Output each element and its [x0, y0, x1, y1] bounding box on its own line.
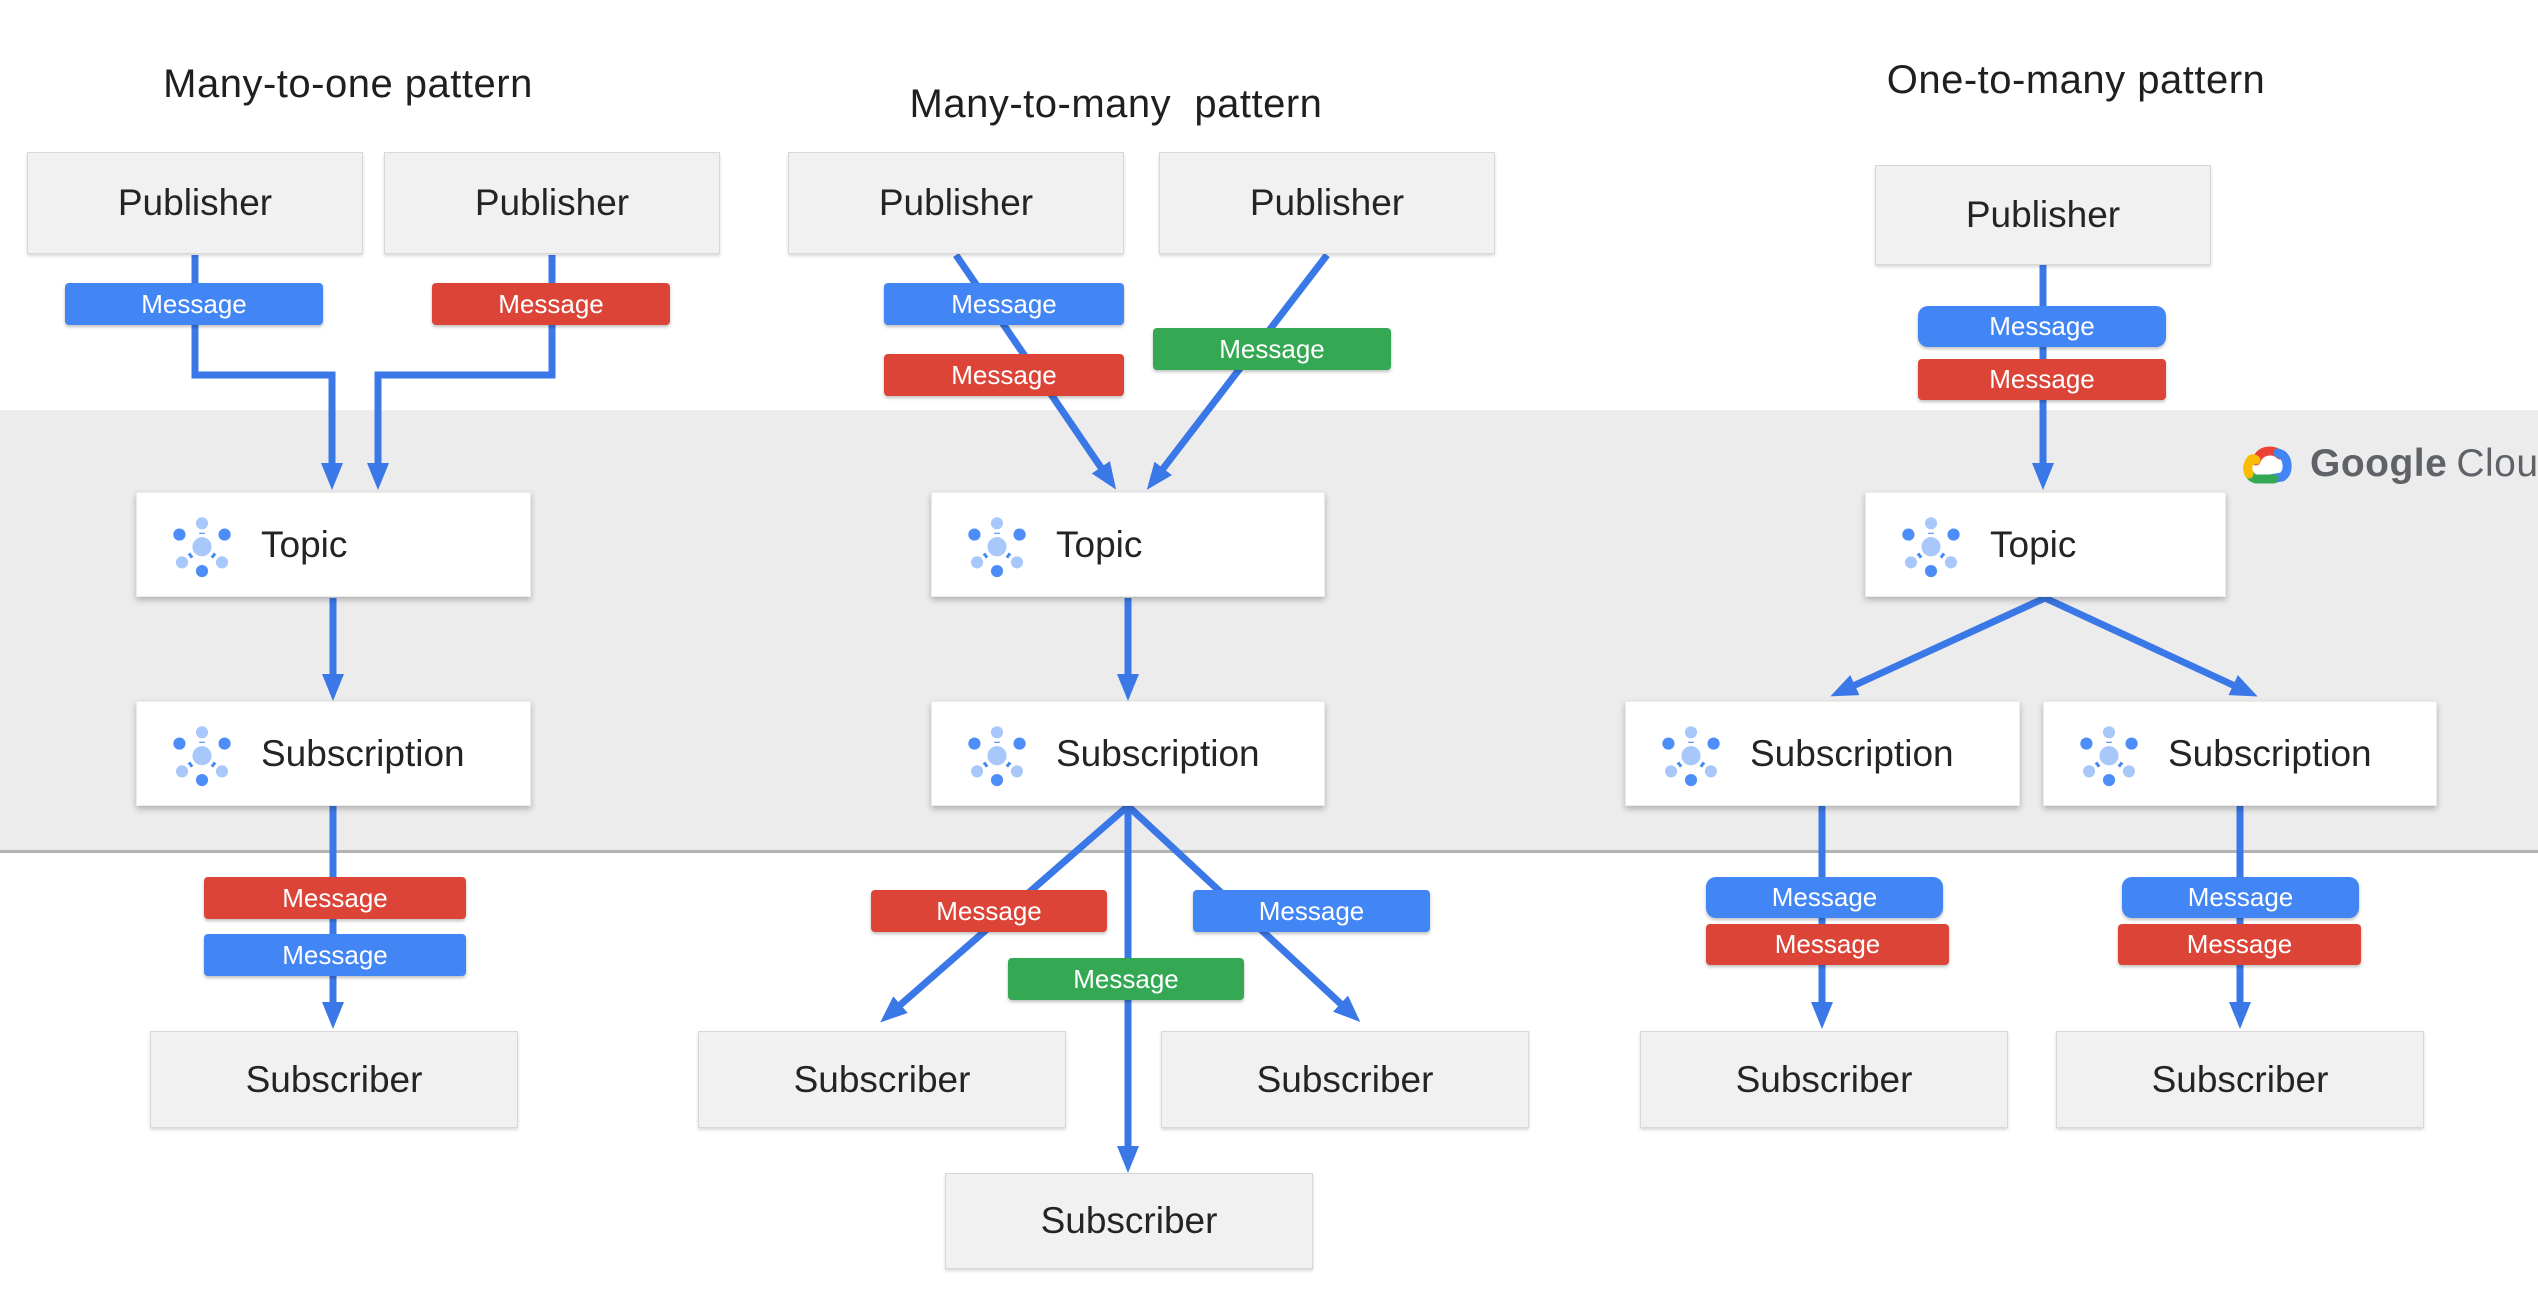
pubsub-subscription-icon [964, 721, 1030, 787]
message-badge-red: Message [1918, 359, 2166, 400]
subscription-label: Subscription [261, 732, 465, 774]
topic-label: Topic [1056, 523, 1143, 565]
message-badge-blue: Message [2122, 877, 2359, 918]
pubsub-subscription-icon [2076, 721, 2142, 787]
message-badge-red: Message [432, 283, 670, 325]
message-label: Message [141, 288, 247, 319]
publisher-box: Publisher [27, 152, 363, 254]
message-badge-blue: Message [884, 283, 1124, 325]
pattern1-title: Many-to-one pattern [163, 62, 533, 106]
message-badge-green: Message [1008, 958, 1244, 1000]
pattern3-title: One-to-many pattern [1886, 58, 2266, 102]
publisher-box: Publisher [384, 152, 720, 254]
publisher-box: Publisher [1159, 152, 1495, 254]
message-badge-blue: Message [1193, 890, 1430, 932]
topic-box: Topic [931, 492, 1325, 597]
subscription-label: Subscription [2168, 732, 2372, 774]
message-label: Message [1219, 333, 1325, 364]
pubsub-subscription-icon [169, 721, 235, 787]
message-label: Message [282, 882, 388, 913]
message-badge-red: Message [871, 890, 1107, 932]
subscription-box: Subscription [136, 701, 531, 806]
message-badge-blue: Message [204, 934, 466, 976]
subscriber-box: Subscriber [150, 1031, 518, 1128]
subscriber-box: Subscriber [1640, 1031, 2008, 1128]
message-label: Message [1258, 895, 1365, 926]
publisher-label: Publisher [1965, 194, 2121, 235]
message-badge-blue: Message [65, 283, 323, 325]
subscriber-label: Subscriber [245, 1058, 423, 1100]
subscriber-label: Subscriber [793, 1058, 971, 1100]
message-label: Message [282, 939, 388, 970]
message-label: Message [1073, 963, 1179, 994]
subscriber-box: Subscriber [2056, 1031, 2424, 1128]
pubsub-topic-icon [964, 512, 1030, 578]
message-badge-green: Message [1153, 328, 1391, 370]
message-label: Message [951, 288, 1057, 319]
topic-box: Topic [136, 492, 531, 597]
message-badge-blue: Message [1918, 306, 2166, 347]
pubsub-topic-icon [169, 512, 235, 578]
message-label: Message [2186, 929, 2293, 959]
subscription-box: Subscription [1625, 701, 2020, 806]
connector-p3-topic-subscription-right [2043, 594, 2258, 697]
publisher-box: Publisher [1875, 165, 2211, 265]
message-badge-red: Message [2118, 924, 2361, 965]
logo-word-cloud: Cloud [2456, 442, 2538, 485]
subscriber-box: Subscriber [698, 1031, 1066, 1128]
message-label: Message [1774, 929, 1881, 959]
message-badge-red: Message [884, 354, 1124, 396]
google-cloud-icon [2243, 446, 2292, 484]
message-badge-red: Message [1706, 924, 1949, 965]
publisher-label: Publisher [474, 182, 630, 223]
topic-label: Topic [261, 523, 348, 565]
message-label: Message [936, 895, 1042, 926]
subscriber-label: Subscriber [2151, 1058, 2329, 1100]
message-label: Message [1989, 364, 2095, 394]
message-label: Message [498, 288, 604, 319]
subscriber-label: Subscriber [1256, 1058, 1434, 1100]
pattern2-title: Many-to-many pattern [909, 82, 1323, 126]
publisher-box: Publisher [788, 152, 1124, 254]
topic-label: Topic [1990, 523, 2077, 565]
google-cloud-logo: Google Cloud [2240, 441, 2538, 487]
subscriber-label: Subscriber [1735, 1058, 1913, 1100]
publisher-label: Publisher [1249, 182, 1405, 223]
pubsub-subscription-icon [1658, 721, 1724, 787]
message-badge-red: Message [204, 877, 466, 919]
subscription-label: Subscription [1750, 732, 1954, 774]
subscription-box: Subscription [931, 701, 1325, 806]
subscriber-label: Subscriber [1040, 1200, 1218, 1241]
message-label: Message [1989, 311, 2095, 341]
pubsub-topic-icon [1898, 512, 1964, 578]
message-label: Message [951, 359, 1057, 390]
subscriber-box: Subscriber [1161, 1031, 1529, 1128]
subscriber-box: Subscriber [945, 1173, 1313, 1269]
logo-word-google: Google [2310, 442, 2448, 485]
subscription-box: Subscription [2043, 701, 2437, 806]
subscription-label: Subscription [1056, 732, 1260, 774]
topic-box: Topic [1865, 492, 2226, 597]
publisher-label: Publisher [117, 182, 273, 223]
connector-p3-topic-subscription-left [1830, 594, 2047, 697]
message-label: Message [2187, 882, 2294, 912]
publisher-label: Publisher [878, 182, 1034, 223]
message-badge-blue: Message [1706, 877, 1943, 918]
message-label: Message [1771, 882, 1878, 912]
